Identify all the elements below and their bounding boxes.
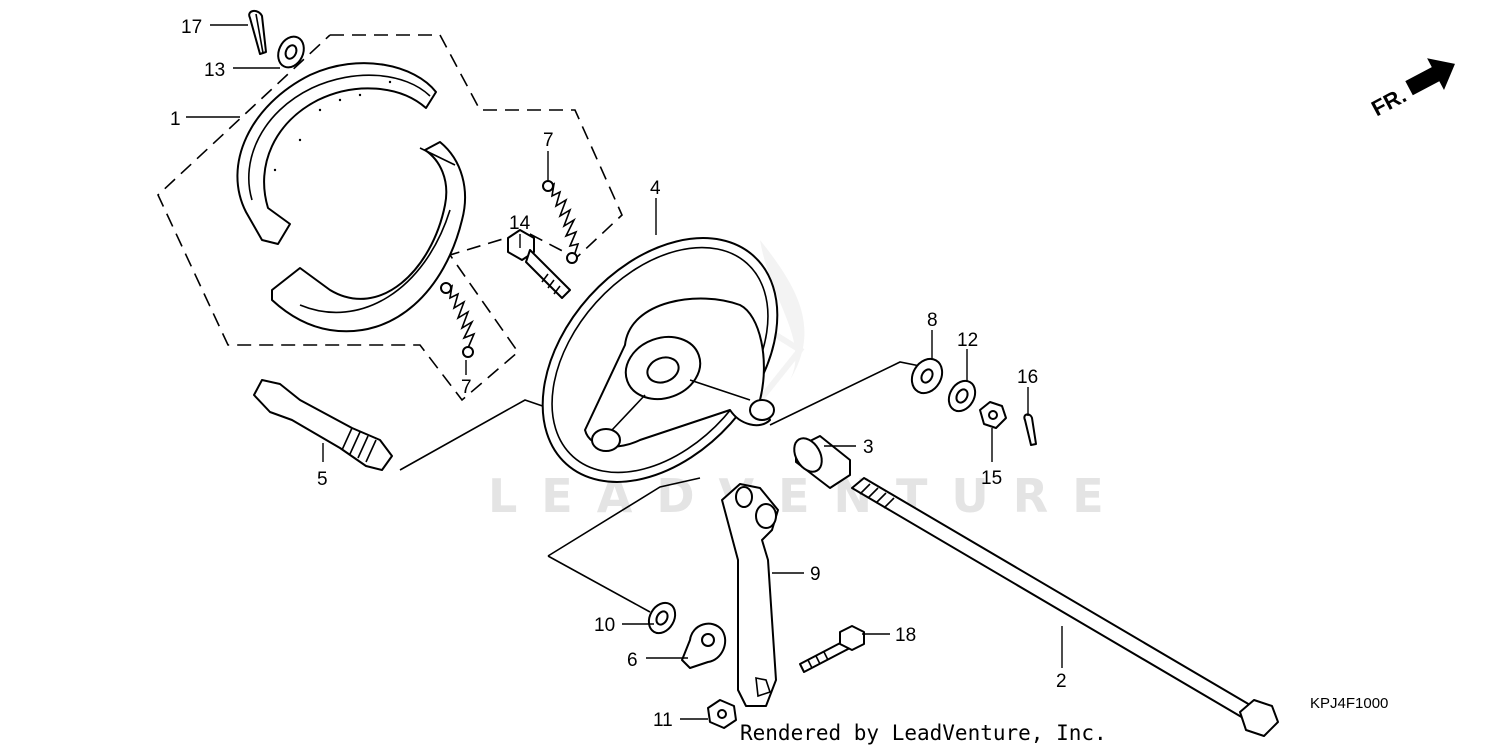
- callout-14: 14: [509, 213, 531, 234]
- callout-7-upper: 7: [543, 130, 554, 151]
- diagram-code: KPJ4F1000: [1310, 695, 1388, 712]
- callout-17: 17: [181, 17, 202, 38]
- washer-12: [947, 379, 977, 413]
- callout-18: 18: [895, 625, 916, 646]
- brake-arm-8: [721, 483, 779, 707]
- callout-3: 3: [863, 437, 874, 458]
- brake-shoe-upper: [236, 62, 437, 245]
- callout-9: 8: [927, 310, 938, 331]
- nut-11: [707, 699, 737, 729]
- callout-2: 2: [1056, 671, 1067, 692]
- leader-lines: [186, 24, 1063, 720]
- watermark-text: LEADVENTURE: [488, 469, 1128, 523]
- spring-7-upper: [542, 180, 580, 264]
- callout-11: 11: [653, 710, 673, 731]
- brake-shoe-lower: [271, 141, 466, 333]
- nut-15: [979, 401, 1007, 429]
- front-direction-label: FR.: [1367, 82, 1410, 121]
- cotter-pin-17: [248, 10, 267, 55]
- cam-group-line: [399, 399, 561, 471]
- callout-10: 10: [594, 615, 615, 636]
- cotter-pin-16: [1023, 413, 1037, 446]
- callout-6: 6: [627, 650, 638, 671]
- callout-4: 4: [650, 178, 661, 199]
- axle-2: [851, 477, 1279, 737]
- spring-7-lower: [440, 282, 476, 358]
- washer-13: [277, 35, 305, 69]
- arm-group-line: [547, 477, 701, 557]
- callout-12: 12: [957, 330, 978, 351]
- bolt-14: [507, 229, 571, 299]
- bolt-18: [799, 625, 865, 673]
- callout-1: 1: [170, 109, 181, 130]
- washer-10-line: [547, 555, 651, 613]
- render-credit: Rendered by LeadVenture, Inc.: [740, 721, 1107, 745]
- callout-13: 13: [204, 60, 225, 81]
- washer-10: [647, 601, 677, 635]
- callout-7-lower: 7: [461, 377, 472, 398]
- callout-15: 15: [981, 468, 1002, 489]
- washer-9: [910, 357, 944, 395]
- brake-cam-5: [253, 379, 393, 471]
- collar-3: [793, 435, 851, 489]
- callout-8: 9: [810, 564, 821, 585]
- callout-16: 16: [1017, 367, 1038, 388]
- wear-indicator-6: [681, 622, 727, 669]
- panel-washer-line: [769, 361, 926, 426]
- brake-shoe-group-outline: [157, 34, 623, 402]
- brake-panel-4: [541, 237, 779, 483]
- front-direction-arrow: FR.: [1367, 58, 1455, 121]
- callout-5: 5: [317, 469, 328, 490]
